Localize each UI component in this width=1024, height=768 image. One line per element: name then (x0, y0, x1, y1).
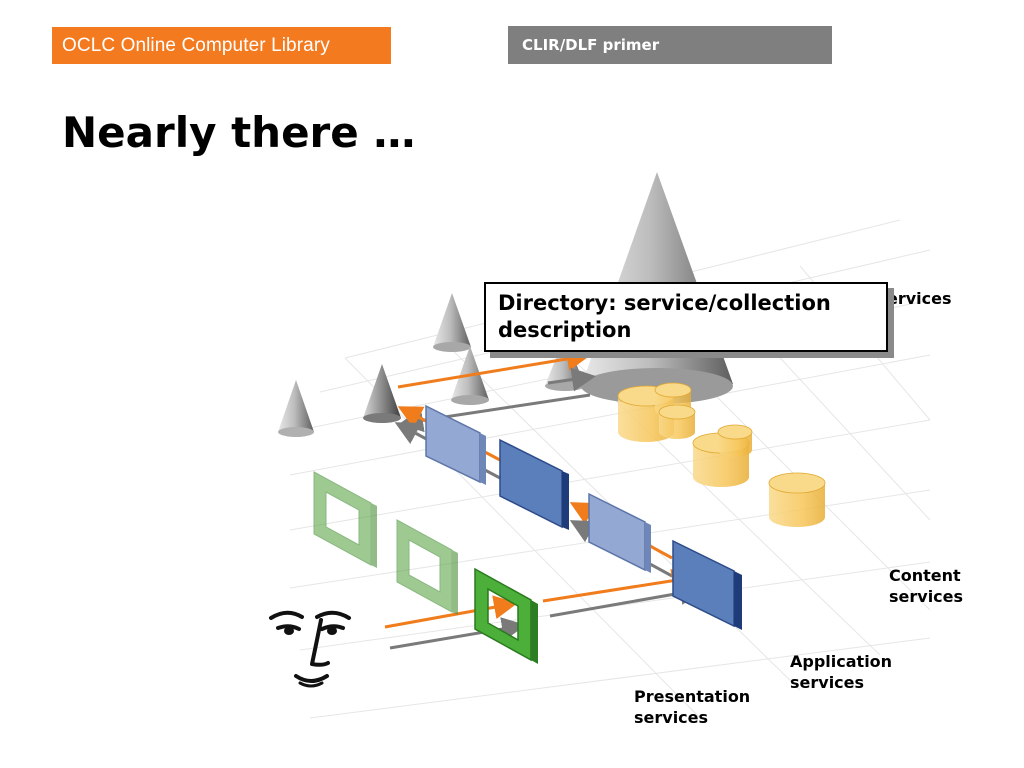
content-services-label-line2: services (889, 587, 964, 606)
arrow-orange (542, 568, 696, 603)
arrow-gray (547, 367, 596, 392)
directory-callout: Directory: service/collection descriptio… (484, 282, 888, 352)
presentation-frames (313, 471, 538, 664)
panel-translucent (588, 492, 651, 573)
cylinder (658, 404, 696, 439)
directory-services-label: ervices (887, 289, 952, 308)
arrow-orange (384, 595, 518, 629)
frame-active (474, 567, 538, 664)
cone-small-dark (363, 364, 401, 423)
application-services-label-line2: services (790, 673, 865, 692)
presentation-services-label: Presentation services (634, 686, 750, 728)
primer-badge: CLIR/DLF primer (508, 26, 832, 64)
cone-small-back (433, 293, 471, 352)
content-services-label: Content services (889, 565, 963, 607)
cylinder (768, 472, 826, 527)
frame-faint (313, 471, 377, 568)
cone-small-left (278, 380, 314, 437)
application-panels (425, 404, 742, 630)
panel-translucent (425, 404, 486, 485)
panel-solid (672, 539, 742, 630)
cylinder (717, 424, 753, 457)
user-face-icon (269, 610, 351, 688)
presentation-services-label-line1: Presentation (634, 687, 751, 706)
panel-solid (499, 438, 569, 530)
slide-title: Nearly there … (62, 108, 416, 157)
application-services-label: Application services (790, 651, 892, 693)
frame-faint (396, 519, 458, 615)
presentation-services-label-line2: services (634, 708, 709, 727)
content-cylinders (617, 382, 826, 527)
arrow-orange (397, 347, 591, 389)
oclc-badge: OCLC Online Computer Library Center (52, 27, 391, 93)
application-services-label-line1: Application (790, 652, 893, 671)
content-services-label-line1: Content (889, 566, 961, 585)
face-eyes (284, 627, 337, 635)
